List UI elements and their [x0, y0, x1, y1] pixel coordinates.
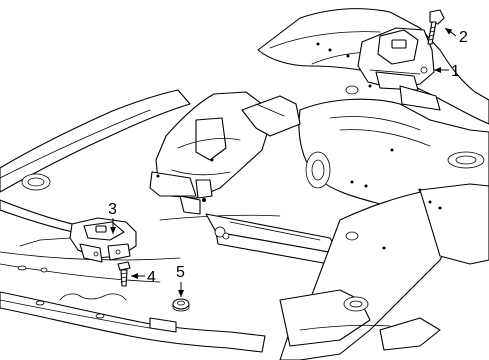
nut-part — [172, 298, 190, 312]
callout-1: 1 — [434, 63, 460, 80]
callout-2: 2 — [444, 27, 468, 46]
callout-3-label: 3 — [108, 201, 117, 218]
callout-2-arrow — [444, 27, 457, 37]
transmission-mount-part — [69, 217, 137, 263]
callout-5: 5 — [176, 264, 185, 297]
callout-5-label: 5 — [176, 264, 185, 281]
center-crossmember — [205, 213, 341, 267]
engine-mount-upper-part — [357, 27, 441, 111]
callout-4: 4 — [131, 269, 156, 286]
callout-2-label: 2 — [459, 29, 468, 46]
mount-bolt-part — [427, 9, 445, 45]
callout-4-label: 4 — [147, 269, 156, 286]
callout-1-label: 1 — [451, 63, 460, 80]
right-front-rail — [279, 183, 489, 360]
left-frame-rail — [0, 291, 266, 353]
transmission-bolt-part — [117, 261, 131, 287]
callout-3: 3 — [108, 201, 117, 234]
engine-cradle-bracket — [149, 91, 301, 215]
